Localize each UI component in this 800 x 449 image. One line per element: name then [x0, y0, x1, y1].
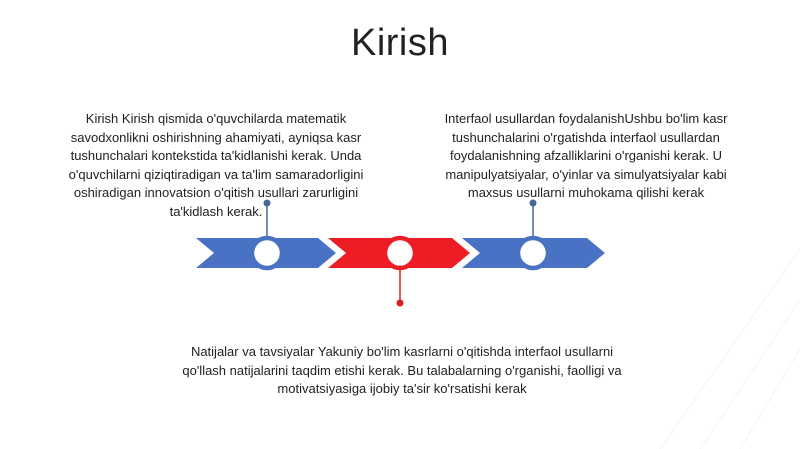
- timeline-text-interactive-methods: Interfaol usullardan foydalanishUshbu bo…: [444, 111, 728, 200]
- milestone-ring-2: [382, 235, 418, 271]
- timeline-text-results: Natijalar va tavsiyalar Yakuniy bo'lim k…: [182, 344, 622, 396]
- connector-dot-1: [263, 199, 271, 207]
- decorative-background-lines: [659, 248, 800, 449]
- connector-dot-3: [396, 299, 404, 307]
- milestone-ring-1: [249, 235, 285, 271]
- slide-title: Kirish: [350, 22, 450, 64]
- connector-dot-2: [529, 199, 537, 207]
- timeline-text-intro: Kirish Kirish qismida o'quvchilarda mate…: [68, 111, 364, 219]
- milestone-ring-3: [515, 235, 551, 271]
